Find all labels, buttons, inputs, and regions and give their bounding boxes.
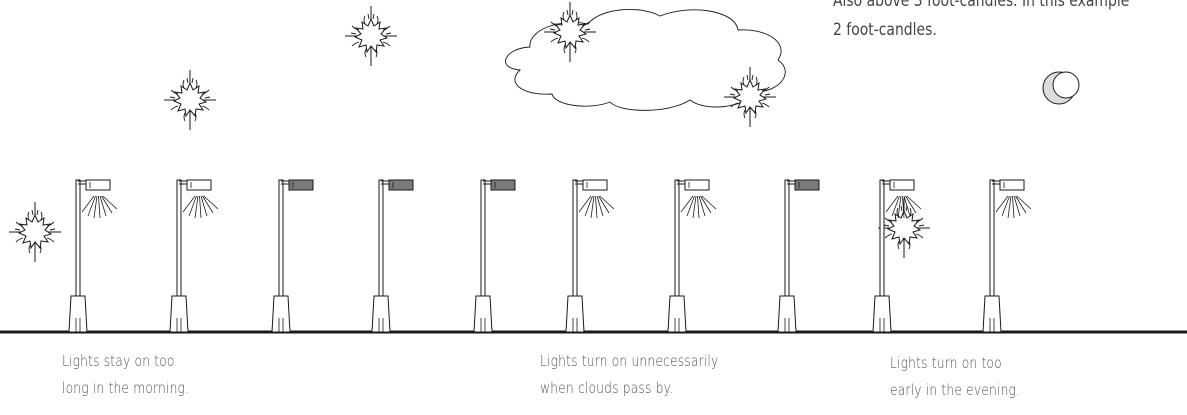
- street-light-on: [983, 180, 1031, 332]
- note-line-2: 2 foot-candles.: [833, 16, 1129, 45]
- street-light-off: [474, 180, 515, 332]
- sun-icon: [878, 198, 930, 258]
- caption-evening-line-2: early in the evening.: [890, 377, 1020, 404]
- street-light-on: [69, 180, 117, 332]
- street-light-off: [778, 180, 819, 332]
- sun-icon: [9, 202, 61, 262]
- note-text: Also above 3 foot-candles. In this examp…: [833, 0, 1129, 45]
- street-lights: [69, 180, 1031, 332]
- street-light-on: [170, 180, 218, 332]
- moon-icon: [1043, 72, 1079, 104]
- street-light-off: [372, 180, 413, 332]
- street-light-off: [272, 180, 313, 332]
- caption-clouds-line-2: when clouds pass by.: [540, 375, 718, 402]
- sun-icon: [345, 6, 397, 66]
- caption-morning: Lights stay on too long in the morning.: [62, 348, 189, 402]
- caption-morning-line-1: Lights stay on too: [62, 348, 189, 375]
- caption-evening-line-1: Lights turn on too: [890, 350, 1020, 377]
- street-light-on: [873, 180, 921, 332]
- sun-icon: [164, 70, 216, 130]
- caption-clouds: Lights turn on unnecessarily when clouds…: [540, 348, 718, 402]
- caption-clouds-line-1: Lights turn on unnecessarily: [540, 348, 718, 375]
- street-light-on: [566, 180, 614, 332]
- note-line-1: Also above 3 foot-candles. In this examp…: [833, 0, 1129, 16]
- caption-morning-line-2: long in the morning.: [62, 375, 189, 402]
- caption-evening: Lights turn on too early in the evening.: [890, 350, 1020, 404]
- street-light-on: [668, 180, 716, 332]
